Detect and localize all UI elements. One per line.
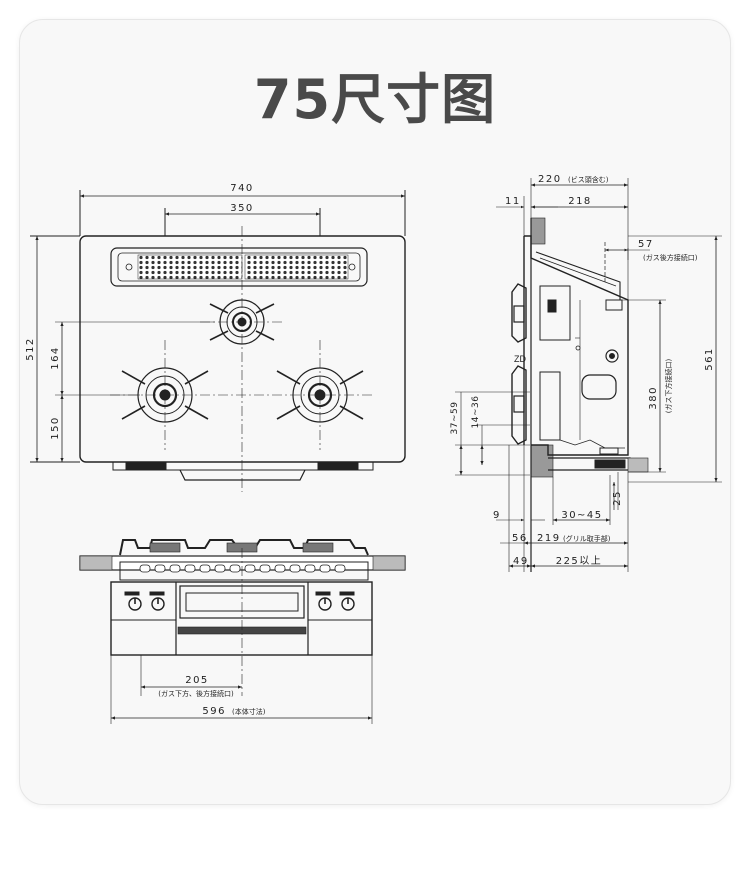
front-view [79, 539, 406, 724]
dim-offset-11: 11 [505, 196, 521, 207]
note-gas-rear: (ガス後方接続口) [643, 253, 698, 262]
note-screw-head: (ビス頭含む) [568, 175, 609, 184]
rear-burner [209, 299, 275, 345]
note-gas-bottom: (ガス下方接続口) [664, 359, 673, 414]
dim-body-width-596: 596 [202, 706, 226, 717]
note-gas-connection: (ガス下方、後方接続口) [158, 689, 234, 698]
dim-gas-offset-205: 205 [185, 675, 209, 686]
dim-depth-512: 512 [25, 337, 36, 361]
dim-rear-57: 57 [638, 239, 654, 250]
dim-height-561: 561 [704, 347, 715, 371]
svg-text:ZD: ZD [514, 354, 526, 364]
dim-range-30-45: 30~45 [561, 510, 602, 521]
right-burner [276, 367, 364, 423]
dim-min-225: 225以上 [556, 555, 603, 567]
dim-range-14-36: 14~36 [471, 396, 481, 429]
dim-offset-9: 9 [493, 510, 501, 521]
dim-width-740: 740 [230, 183, 254, 194]
dim-offset-56: 56 [512, 533, 528, 544]
dim-depth-220: 220 [538, 174, 562, 185]
top-view [30, 190, 406, 492]
dim-depth-218: 218 [568, 196, 592, 207]
dim-offset-49: 49 [513, 556, 529, 567]
side-view: ZD [455, 178, 722, 572]
note-grill-handle: (グリル取手部) [563, 534, 611, 543]
page-title: 75尺寸图 [253, 68, 497, 131]
dim-grill-219: 219 [537, 533, 561, 544]
left-burner [121, 367, 209, 423]
dim-front-offset-150: 150 [50, 416, 61, 440]
dim-burner-gap-164: 164 [50, 346, 61, 370]
note-body-size: (本体寸法) [232, 707, 266, 716]
dim-range-37-59: 37~59 [450, 402, 460, 435]
dim-bottom-25: 25 [612, 490, 623, 506]
diagram-card [19, 19, 731, 805]
dim-gas-height-380: 380 [648, 386, 659, 410]
dim-burner-span-350: 350 [230, 203, 254, 214]
